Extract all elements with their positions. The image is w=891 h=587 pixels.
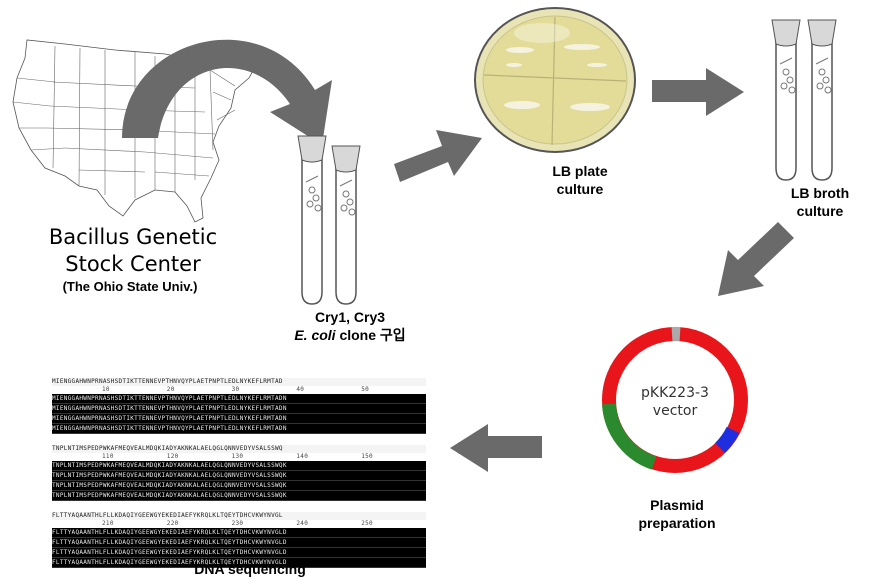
plasmid-caption: Plasmid preparation xyxy=(612,496,742,532)
tick-label: 150 xyxy=(361,453,426,461)
clone-rest: clone 구입 xyxy=(336,327,406,343)
plasmid-name: pKK223-3 vector xyxy=(612,384,738,420)
plate-line2: culture xyxy=(520,180,640,198)
consensus-line: FLTTYAQAANTHLFLLKDAQIYGEEWGYEKEDIAEFYKRQ… xyxy=(52,512,426,520)
sequence-row: MIENGGAHWNPRNASHSDTIKTTENNEVPTHNVQYPLAET… xyxy=(52,424,426,434)
tick-label: 110 xyxy=(102,453,167,461)
source-line1: Bacillus Genetic xyxy=(18,224,248,251)
arrow-down-left-icon xyxy=(712,218,798,300)
plate-line1: LB plate xyxy=(520,162,640,180)
sequence-row: FLTTYAQAANTHLFLLKDAQIYGEEWGYEKEDIAEFYKRQ… xyxy=(52,528,426,538)
alignment-block: MIENGGAHWNPRNASHSDTIKTTENNEVPTHNVQYPLAET… xyxy=(52,378,426,434)
sequence-row: TNPLNTIMSPEDPWKAFMEQVEALMDQKIADYAKNKALAE… xyxy=(52,481,426,491)
tick-label: 240 xyxy=(296,520,361,528)
sequence-row: MIENGGAHWNPRNASHSDTIKTTENNEVPTHNVQYPLAET… xyxy=(52,414,426,424)
clone-line2: E. coli clone 구입 xyxy=(260,326,440,344)
test-tubes-icon xyxy=(770,18,842,183)
arrow-right-icon xyxy=(650,66,748,118)
tick-label: 50 xyxy=(361,386,426,394)
plate-label: LB plate culture xyxy=(520,162,640,198)
plasmid-name-line2: vector xyxy=(612,402,738,420)
tick-label: 220 xyxy=(167,520,232,528)
source-line2: Stock Center xyxy=(18,251,248,278)
tick-label: 130 xyxy=(232,453,297,461)
sequence-row: TNPLNTIMSPEDPWKAFMEQVEALMDQKIADYAKNKALAE… xyxy=(52,461,426,471)
sequencing-caption: DNA sequencing xyxy=(160,560,340,578)
arrow-left-icon xyxy=(446,422,544,474)
tick-label: 120 xyxy=(167,453,232,461)
broth-line1: LB broth xyxy=(760,184,880,202)
broth-label: LB broth culture xyxy=(760,184,880,220)
sequence-row: MIENGGAHWNPRNASHSDTIKTTENNEVPTHNVQYPLAET… xyxy=(52,404,426,414)
tick-label: 30 xyxy=(232,386,297,394)
tick-label: 250 xyxy=(361,520,426,528)
curved-arrow-icon xyxy=(110,20,370,145)
plasmid-caption-line1: Plasmid xyxy=(612,496,742,514)
tick-label: 40 xyxy=(296,386,361,394)
sequence-row: TNPLNTIMSPEDPWKAFMEQVEALMDQKIADYAKNKALAE… xyxy=(52,471,426,481)
tick-label: 230 xyxy=(232,520,297,528)
sequence-row: FLTTYAQAANTHLFLLKDAQIYGEEWGYEKEDIAEFYKRQ… xyxy=(52,538,426,548)
sequence-row: FLTTYAQAANTHLFLLKDAQIYGEEWGYEKEDIAEFYKRQ… xyxy=(52,548,426,558)
sequence-row: TNPLNTIMSPEDPWKAFMEQVEALMDQKIADYAKNKALAE… xyxy=(52,491,426,501)
clone-line1: Cry1, Cry3 xyxy=(260,308,440,326)
tick-label: 210 xyxy=(102,520,167,528)
consensus-line: TNPLNTIMSPEDPWKAFMEQVEALMDQKIADYAKNKALAE… xyxy=(52,445,426,453)
tick-label: 140 xyxy=(296,453,361,461)
clone-label: Cry1, Cry3 E. coli clone 구입 xyxy=(260,308,440,344)
source-label: Bacillus Genetic Stock Center xyxy=(18,224,248,278)
tick-label: 10 xyxy=(102,386,167,394)
consensus-line: MIENGGAHWNPRNASHSDTIKTTENNEVPTHNVQYPLAET… xyxy=(52,378,426,386)
sequence-alignment: MIENGGAHWNPRNASHSDTIKTTENNEVPTHNVQYPLAET… xyxy=(52,378,426,568)
source-subtitle: (The Ohio State Univ.) xyxy=(20,278,240,296)
alignment-block: TNPLNTIMSPEDPWKAFMEQVEALMDQKIADYAKNKALAE… xyxy=(52,445,426,501)
test-tubes-icon xyxy=(296,132,368,307)
broth-line2: culture xyxy=(760,202,880,220)
petri-dish-image xyxy=(472,5,638,155)
plasmid-name-line1: pKK223-3 xyxy=(612,384,738,402)
clone-species: E. coli xyxy=(294,327,335,343)
sequence-row: MIENGGAHWNPRNASHSDTIKTTENNEVPTHNVQYPLAET… xyxy=(52,394,426,404)
tick-label: 20 xyxy=(167,386,232,394)
plasmid-caption-line2: preparation xyxy=(612,514,742,532)
